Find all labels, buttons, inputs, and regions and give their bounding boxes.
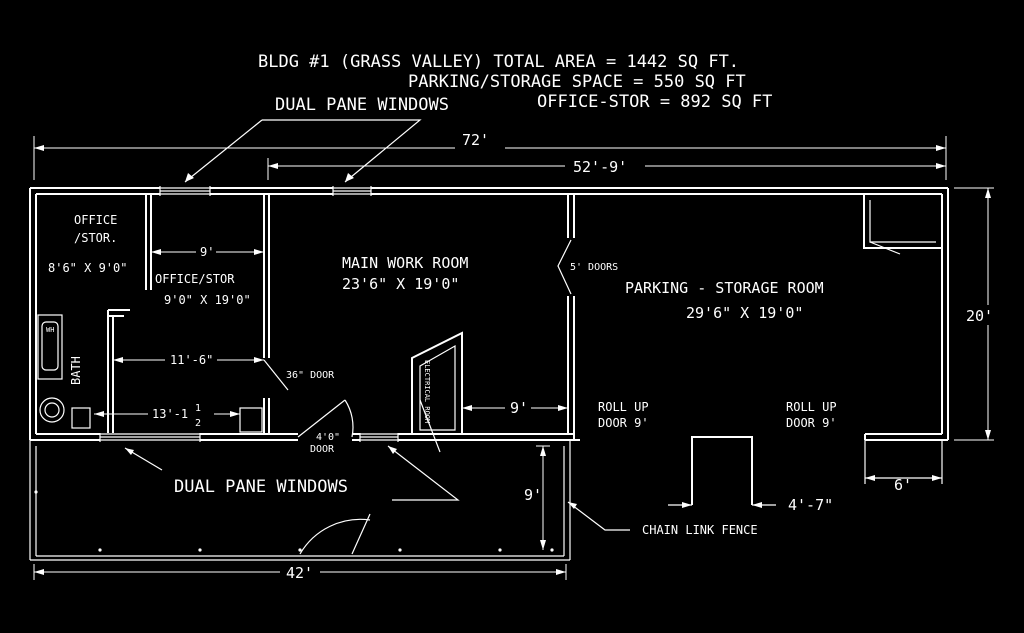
top-window-left xyxy=(159,186,211,196)
bottom-window-right xyxy=(359,433,399,442)
label-roll-up-1b: DOOR 9' xyxy=(598,416,649,430)
yard-gate-swing xyxy=(299,513,371,555)
dim-label-9-office: 9' xyxy=(200,245,214,259)
dim-label-72: 72' xyxy=(462,131,489,149)
dim-label-20: 20' xyxy=(966,307,993,325)
room-office-small-name-a: OFFICE xyxy=(74,213,117,227)
electrical-room xyxy=(411,331,463,453)
room-office-small-name-b: /STOR. xyxy=(74,231,117,245)
dim-label-frac-top: 1 xyxy=(195,403,201,414)
dim-label-frac-bot: 2 xyxy=(195,418,201,429)
label-roll-up-2b: DOOR 9' xyxy=(786,416,837,430)
label-electrical-room: ELECTRICAL ROOM xyxy=(423,360,431,423)
label-dual-pane-windows-top: DUAL PANE WINDOWS xyxy=(275,95,449,115)
label-36-door: 36" DOOR xyxy=(286,370,335,381)
door-4ft-swing xyxy=(297,399,354,438)
dimension-fence-depth xyxy=(536,445,550,550)
dim-label-52-9: 52'-9' xyxy=(573,158,627,176)
chain-link-fence-outline xyxy=(29,440,571,561)
room-main-work-size: 23'6" X 19'0" xyxy=(342,275,459,293)
room-main-work-name: MAIN WORK ROOM xyxy=(342,254,468,272)
room-office-stor-name: OFFICE/STOR xyxy=(155,272,235,286)
dim-label-42: 42' xyxy=(286,564,313,582)
bath-fixtures xyxy=(37,314,263,433)
label-chain-link-fence: CHAIN LINK FENCE xyxy=(642,523,758,537)
label-dual-pane-windows-bottom: DUAL PANE WINDOWS xyxy=(174,477,348,497)
roll-up-door-piers xyxy=(668,436,943,508)
leader-chain-link-fence xyxy=(567,501,630,531)
label-bath: BATH xyxy=(69,356,83,385)
room-office-small-size: 8'6" X 9'0" xyxy=(48,261,127,275)
label-roll-up-2a: ROLL UP xyxy=(786,400,837,414)
dim-label-9-elec: 9' xyxy=(510,399,528,417)
dim-label-6: 6' xyxy=(894,476,912,494)
label-roll-up-1a: ROLL UP xyxy=(598,400,649,414)
header-total-area: BLDG #1 (GRASS VALLEY) TOTAL AREA = 1442… xyxy=(258,52,739,72)
dim-label-4-7: 4'-7" xyxy=(788,496,833,514)
room-parking-name: PARKING - STORAGE ROOM xyxy=(625,279,824,297)
dim-label-13-1: 13'-1 xyxy=(152,407,188,421)
bottom-window-left xyxy=(99,433,201,442)
dim-label-11-6: 11'-6" xyxy=(170,353,213,367)
header-parking-area: PARKING/STORAGE SPACE = 550 SQ FT xyxy=(408,72,746,92)
interior-walls xyxy=(107,194,575,440)
label-4ft-door-a: 4'0" xyxy=(316,432,340,443)
room-office-stor-size: 9'0" X 19'0" xyxy=(164,293,251,307)
label-wh: WH xyxy=(46,326,54,334)
room-parking-size: 29'6" X 19'0" xyxy=(686,304,803,322)
header-office-area: OFFICE-STOR = 892 SQ FT xyxy=(537,92,772,112)
label-five-foot-doors: 5' DOORS xyxy=(570,262,618,273)
five-foot-double-doors xyxy=(557,239,572,295)
label-4ft-door-b: DOOR xyxy=(310,444,335,455)
leader-top-windows xyxy=(184,119,422,183)
parking-corner-closet xyxy=(863,194,942,255)
fence-posts xyxy=(34,490,554,552)
leader-bottom-windows xyxy=(124,445,460,501)
dim-label-9-fence: 9' xyxy=(524,486,542,504)
top-window-right xyxy=(332,186,372,196)
door-36-swing xyxy=(263,359,289,391)
